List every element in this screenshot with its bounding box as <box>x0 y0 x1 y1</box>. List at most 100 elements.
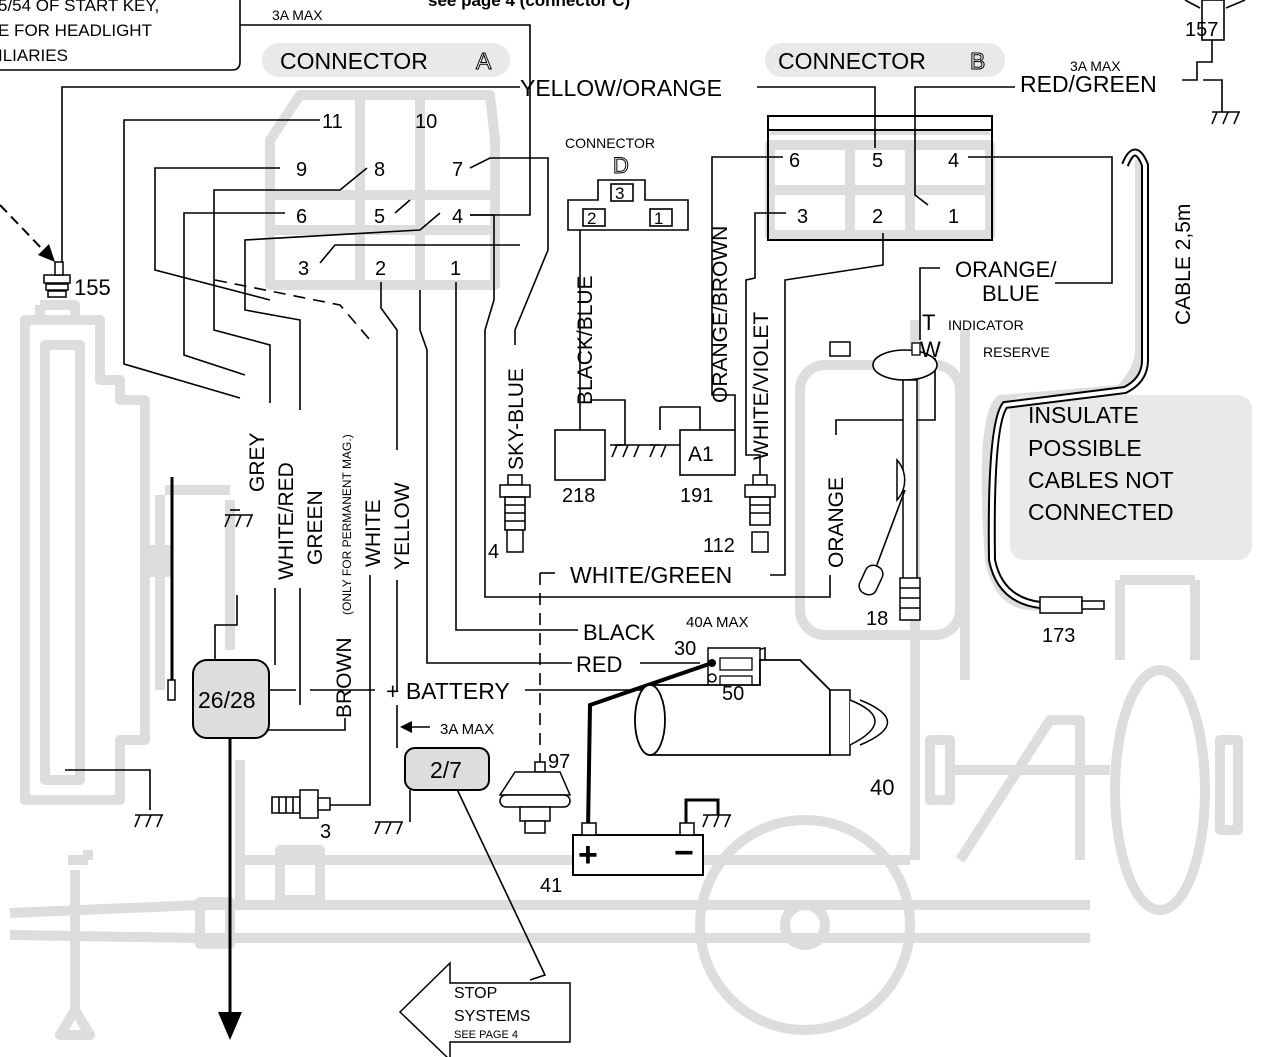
connector-d-title: CONNECTOR <box>565 135 655 151</box>
battery-plus: + <box>578 836 598 874</box>
label-26-28: 26/28 <box>198 687 256 713</box>
label-112: 112 <box>703 535 735 557</box>
connector-b-letter: B <box>970 48 985 74</box>
max-3a-top-label: 3A MAX <box>272 7 323 23</box>
note-line-4: CONNECTED <box>1028 499 1174 525</box>
wire-label-black-blue: BLACK/BLUE <box>574 275 597 405</box>
note-line-2: POSSIBLE <box>1028 435 1142 461</box>
w-reserve-label: RESERVE <box>983 344 1050 360</box>
conn-d-pin-3: 3 <box>615 184 624 203</box>
conn-b-pin-5: 5 <box>872 150 883 172</box>
connector-d <box>567 179 689 231</box>
label-4: 4 <box>488 541 499 563</box>
connector-a-pill <box>262 43 510 77</box>
stop-line-1: STOP <box>454 985 497 1002</box>
max-3a-b-label: 3A MAX <box>1070 58 1121 74</box>
w-letter: W <box>920 337 941 362</box>
wire-label-battery: + BATTERY <box>386 678 510 704</box>
wire-label-grey: GREY <box>246 432 269 492</box>
cable-2-5m <box>987 148 1149 614</box>
wire-label-orange-blue-1: ORANGE/ <box>955 257 1057 282</box>
starter-motor-40 <box>634 647 889 756</box>
note-line-3: CABLES NOT <box>1028 467 1174 493</box>
max-40a-label: 40A MAX <box>686 614 749 631</box>
stop-line-3[interactable]: SEE PAGE 4 <box>454 1029 518 1041</box>
wire-label-orange: ORANGE <box>825 477 848 568</box>
conn-b-pin-1: 1 <box>948 206 959 228</box>
header-note-line-3: ILIARIES <box>0 46 68 65</box>
label-18: 18 <box>866 608 888 630</box>
conn-b-pin-2: 2 <box>872 206 883 228</box>
conn-b-pin-4: 4 <box>948 150 959 172</box>
battery-minus: − <box>674 834 694 872</box>
connector-d-letter: D <box>613 153 629 178</box>
stop-line-2: SYSTEMS <box>454 1008 530 1025</box>
note-line-1: INSULATE <box>1028 402 1139 428</box>
terminal-50: 50 <box>722 683 744 705</box>
label-a1: A1 <box>688 443 714 466</box>
label-191: 191 <box>680 485 713 507</box>
connector-b-pill <box>765 43 1005 77</box>
ground-symbols <box>134 111 1240 835</box>
wires <box>0 24 1223 1040</box>
wire-label-red-green: RED/GREEN <box>1020 71 1157 97</box>
component-155 <box>43 261 71 298</box>
component-2-7-box <box>404 747 490 791</box>
conn-a-pin-4: 4 <box>452 206 463 228</box>
label-218: 218 <box>562 485 595 507</box>
conn-b-pin-6: 6 <box>789 150 800 172</box>
connector-b-title: CONNECTOR <box>778 48 926 74</box>
conn-a-pin-9: 9 <box>296 159 307 181</box>
terminal-30: 30 <box>674 638 696 660</box>
label-3: 3 <box>320 821 331 843</box>
wire-label-white-green: WHITE/GREEN <box>570 562 732 588</box>
conn-a-pin-2: 2 <box>375 258 386 280</box>
conn-a-pin-3: 3 <box>298 258 309 280</box>
label-41: 41 <box>540 875 562 897</box>
sensor-112 <box>744 474 776 553</box>
label-157: 157 <box>1185 19 1218 41</box>
wire-label-red: RED <box>576 652 622 677</box>
conn-a-pin-10: 10 <box>415 111 437 133</box>
connector-a-title: CONNECTOR <box>280 48 428 74</box>
wire-label-yellow-orange: YELLOW/ORANGE <box>520 75 722 101</box>
note-box <box>1010 395 1252 560</box>
component-a1-box <box>679 429 736 476</box>
max-3a-bottom-label: 3A MAX <box>440 721 494 738</box>
wire-label-white: WHITE <box>362 499 385 567</box>
conn-a-pin-8: 8 <box>374 159 385 181</box>
battery-41 <box>572 822 704 876</box>
wire-label-sky-blue: SKY-BLUE <box>505 368 528 470</box>
t-letter: T <box>922 310 935 335</box>
t-indicator-label: INDICATOR <box>948 317 1024 333</box>
conn-d-pin-2: 2 <box>587 209 596 228</box>
stop-systems-arrow[interactable] <box>398 961 571 1057</box>
header-note-box <box>0 0 241 71</box>
connector-a-letter: A <box>476 48 492 74</box>
switch-97 <box>498 761 572 834</box>
wire-label-yellow: YELLOW <box>391 482 414 570</box>
connector-b-cap <box>767 115 993 131</box>
conn-a-pin-7: 7 <box>452 159 463 181</box>
component-218-box <box>554 429 606 481</box>
wire-label-black: BLACK <box>583 620 655 645</box>
ghost-frame <box>9 90 1243 1040</box>
header-note-line-2: E FOR HEADLIGHT <box>0 21 152 40</box>
wire-label-white-red: WHITE/RED <box>275 462 298 580</box>
ref-connector-c[interactable]: see page 4 (connector C) <box>428 0 630 10</box>
wire-label-white-violet: WHITE/VIOLET <box>750 312 773 460</box>
conn-a-pin-5: 5 <box>374 206 385 228</box>
label-97: 97 <box>548 751 570 773</box>
conn-b-pin-3: 3 <box>797 206 808 228</box>
wire-label-brown: BROWN <box>333 638 356 719</box>
component-26-28-box <box>192 659 270 739</box>
conn-d-pin-1: 1 <box>654 209 663 228</box>
wire-label-green: GREEN <box>304 490 327 565</box>
wire-label-orange-blue-2: BLUE <box>982 281 1039 306</box>
sensor-4 <box>499 474 531 553</box>
permanent-mag-note: (ONLY FOR PERMANENT MAG.) <box>340 434 354 615</box>
sensor-3 <box>271 789 331 819</box>
conn-a-pin-6: 6 <box>296 206 307 228</box>
label-2-7: 2/7 <box>430 757 462 783</box>
